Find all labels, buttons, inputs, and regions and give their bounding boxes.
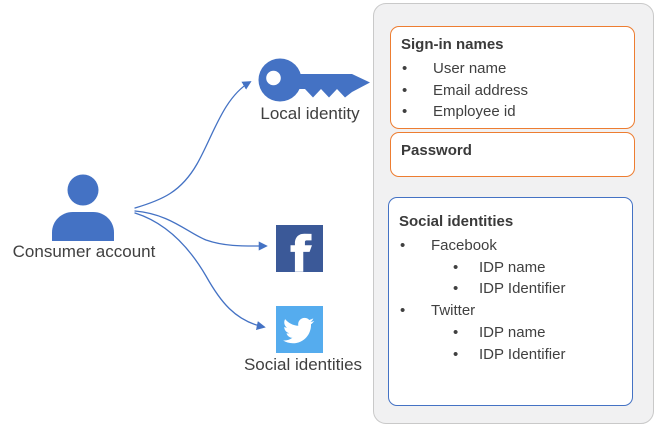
twitter-idp-identifier: IDP Identifier — [389, 344, 632, 366]
facebook-idp-name: IDP name — [389, 257, 632, 279]
arrow-to-local-identity — [134, 81, 252, 209]
local-identity-label: Local identity — [260, 104, 360, 123]
signin-item-user-name: User name — [391, 58, 634, 80]
social-identities-box: Social identities Facebook IDP name IDP … — [388, 197, 633, 406]
account-attributes-panel: Sign-in names User name Email address Em… — [373, 3, 654, 424]
facebook-icon — [276, 225, 323, 272]
signin-item-email-address: Email address — [391, 80, 634, 102]
signin-names-title: Sign-in names — [401, 36, 504, 53]
arrow-to-twitter — [134, 212, 266, 330]
password-title: Password — [401, 142, 472, 159]
facebook-idp-identifier: IDP Identifier — [389, 278, 632, 300]
consumer-account-label: Consumer account — [12, 242, 156, 261]
provider-twitter: Twitter — [389, 300, 632, 322]
social-identities-title: Social identities — [399, 213, 514, 230]
key-icon — [258, 58, 370, 102]
arrow-to-facebook — [134, 210, 268, 251]
password-box: Password — [390, 132, 635, 177]
twitter-icon — [276, 306, 323, 353]
provider-facebook: Facebook — [389, 235, 632, 257]
facebook-f-glyph — [290, 233, 312, 272]
signin-names-box: Sign-in names User name Email address Em… — [390, 26, 635, 129]
twitter-idp-name: IDP name — [389, 322, 632, 344]
signin-item-employee-id: Employee id — [391, 101, 634, 123]
twitter-bird-glyph — [283, 317, 315, 344]
person-icon — [52, 174, 114, 241]
social-identities-label: Social identities — [243, 355, 363, 374]
